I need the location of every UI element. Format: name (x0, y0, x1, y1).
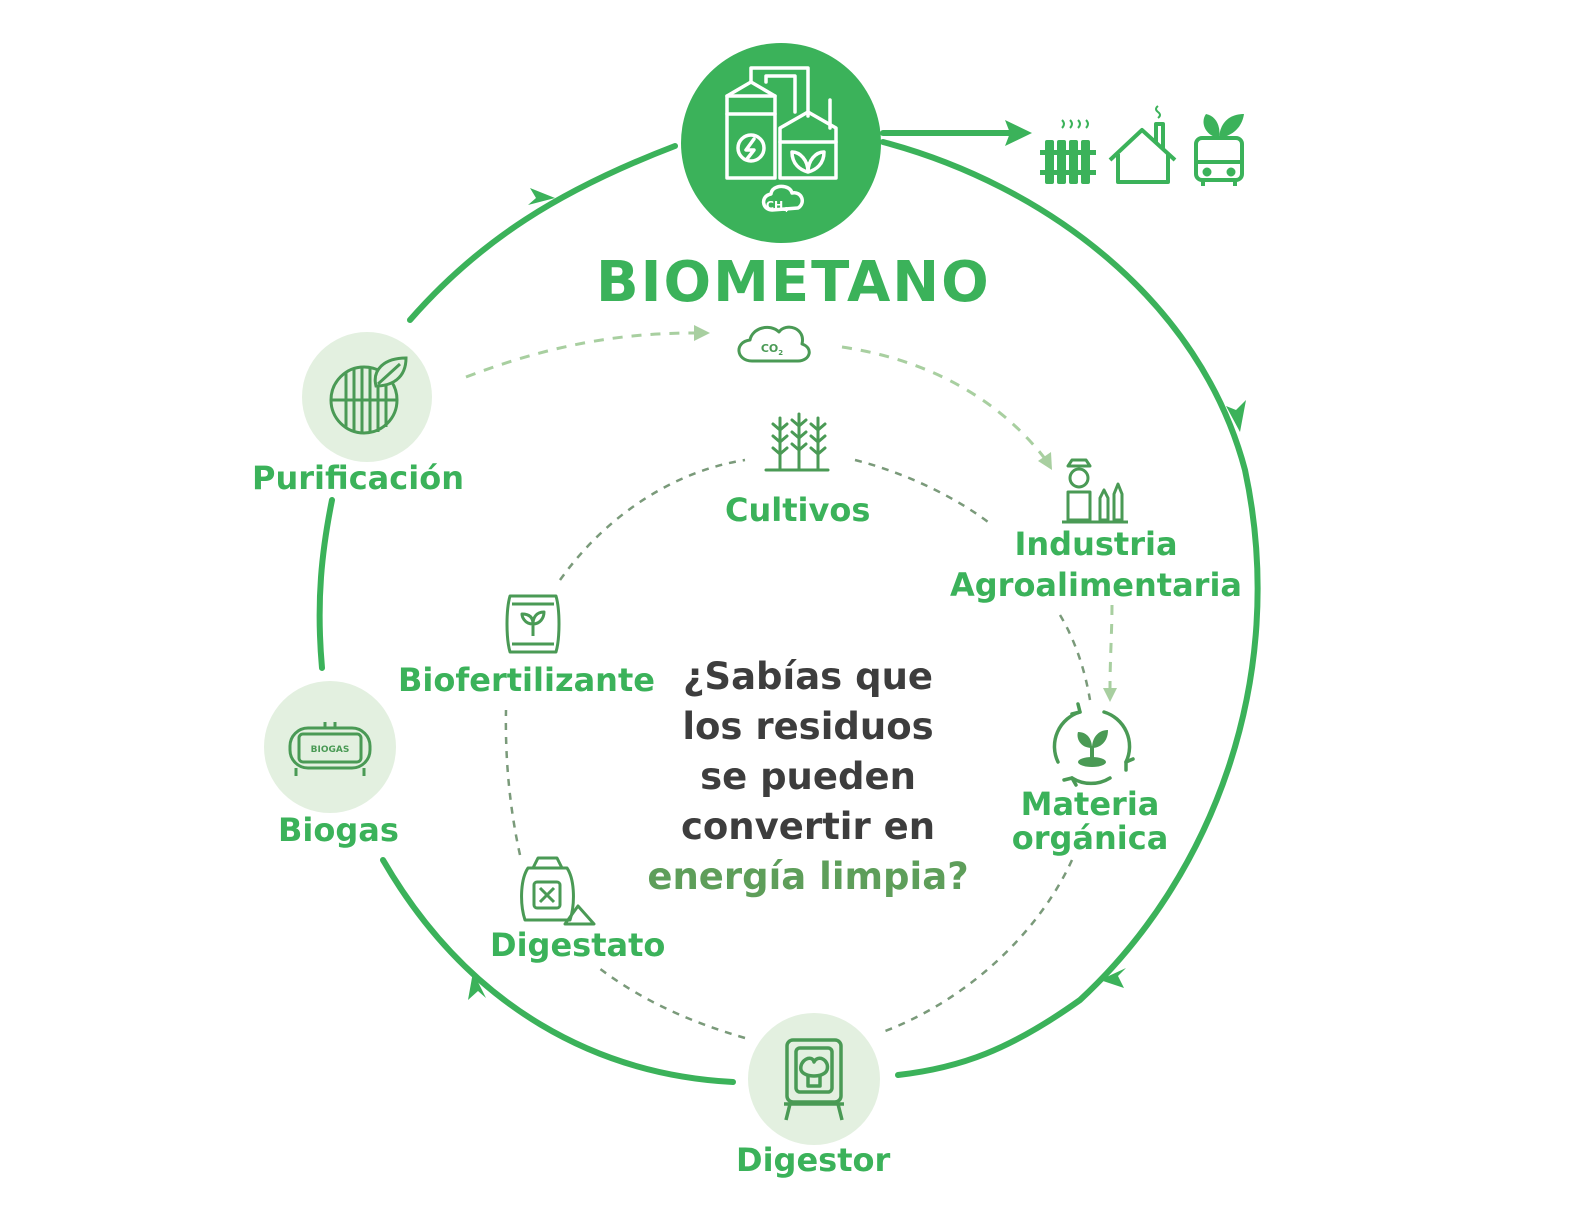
food-industry-icon (1062, 458, 1128, 524)
label-materia-line2: orgánica (1011, 818, 1169, 857)
digestate-bag-icon (520, 856, 596, 926)
central-question: ¿Sabías que los residuos se pueden conve… (618, 652, 998, 902)
label-materia-organica: Materia orgánica (1005, 785, 1175, 857)
purificacion-node (302, 332, 432, 462)
arc-purificacion-to-biometano (407, 143, 678, 323)
page-title: BIOMETANO (596, 250, 991, 315)
question-line1: ¿Sabías que (682, 655, 934, 698)
crops-icon (764, 412, 830, 472)
label-biogas: Biogas (278, 811, 399, 849)
inner-cycle (504, 458, 1092, 1040)
biogas-tank-label: BIOGAS (311, 745, 350, 755)
question-line4: convertir en (680, 805, 936, 848)
bus-icon (1194, 136, 1244, 186)
label-materia-line1: Materia (1020, 785, 1160, 823)
digester-icon (784, 1038, 844, 1121)
house-icon (1108, 105, 1177, 184)
fertilizer-bag-icon (505, 594, 561, 654)
label-industria-line2: Agroalimentaria (949, 565, 1243, 604)
co2-cloud-icon: CO2 (737, 325, 811, 363)
biomethane-plant-icon (725, 66, 838, 212)
arc-biometano-to-digestor (880, 139, 1261, 1078)
organic-matter-sprout-icon (1077, 730, 1108, 767)
methane-formula: CH4 (766, 199, 788, 214)
label-biofertilizante: Biofertilizante (398, 661, 655, 699)
question-line2: los residuos (682, 705, 934, 748)
label-digestor: Digestor (736, 1141, 891, 1179)
leaf-icon (1203, 114, 1244, 138)
co2-arrowheads (694, 325, 1117, 702)
biogas-tank-icon (288, 722, 372, 776)
radiator-icon (1040, 119, 1096, 184)
label-cultivos: Cultivos (725, 491, 871, 529)
outer-cycle (316, 130, 1261, 1085)
digestor-node (748, 1013, 880, 1145)
question-line3: se pueden (700, 755, 916, 798)
label-digestato: Digestato (490, 926, 666, 964)
question-highlight: energía limpia? (647, 855, 969, 898)
outer-arrowheads (468, 120, 1246, 1000)
biogas-node (264, 681, 396, 813)
label-industria-line1: Industria (1014, 525, 1178, 563)
label-industria: Industria Agroalimentaria (946, 526, 1246, 604)
organic-matter-icon (1052, 702, 1135, 787)
arc-biogas-to-purificacion (316, 497, 335, 671)
purification-filter-icon (329, 356, 408, 435)
co2-formula: CO2 (761, 342, 783, 357)
co2-path (465, 331, 1114, 689)
arc-digestor-to-biogas (380, 857, 736, 1085)
label-purificacion: Purificación (252, 459, 464, 497)
